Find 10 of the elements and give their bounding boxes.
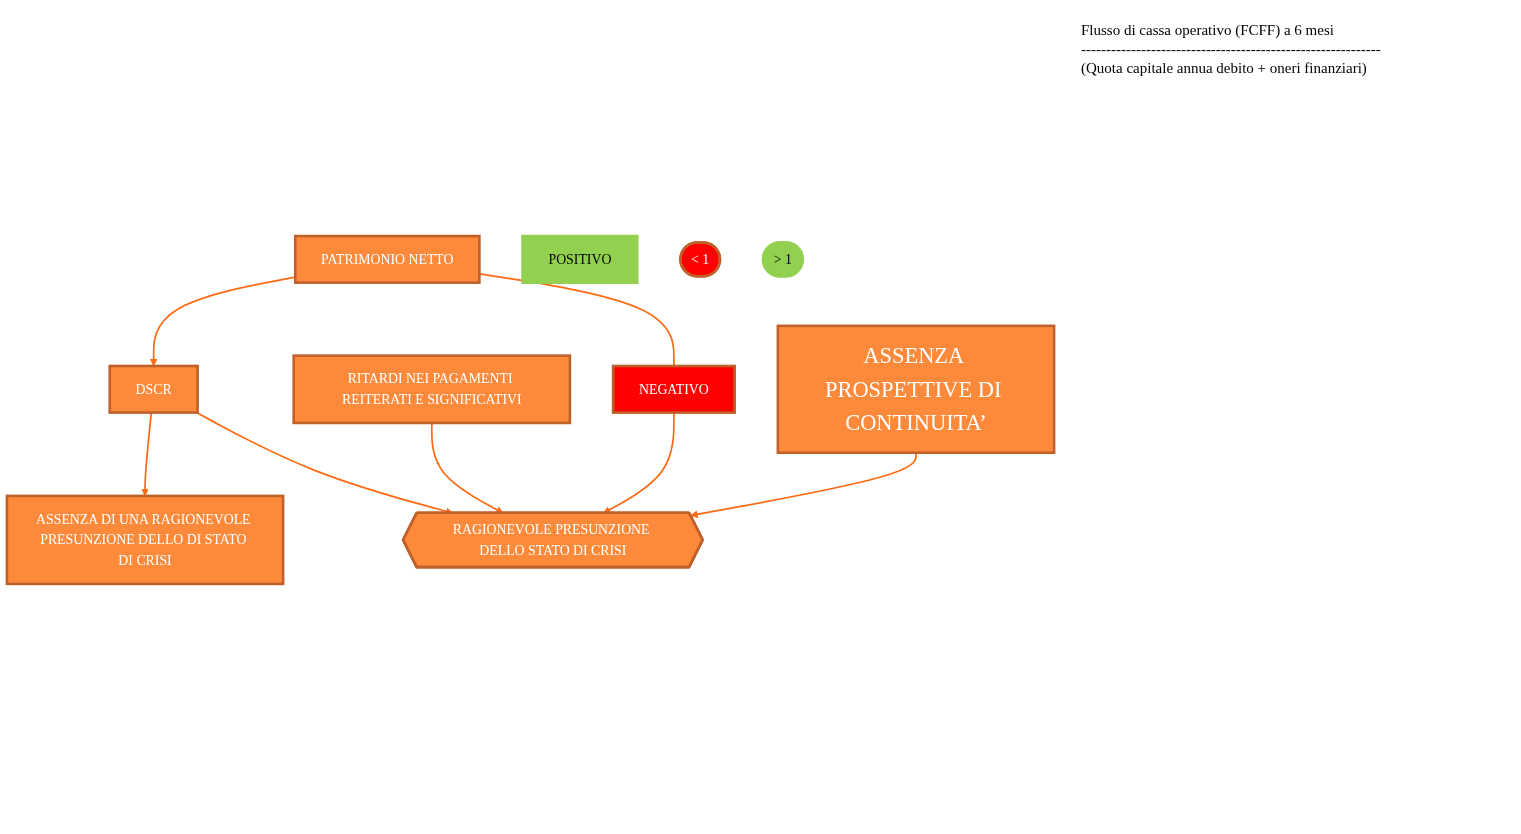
formula-text: Flusso di cassa operativo (FCFF) a 6 mesi xyxy=(1081,22,1335,39)
node-box: POSITIVO xyxy=(521,234,639,284)
node-box: NEGATIVO xyxy=(611,364,736,414)
node-box: PATRIMONIO NETTO xyxy=(293,234,481,284)
formula-text: ------------------------------------------------------------ xyxy=(1081,41,1382,58)
node-box: RITARDI NEI PAGAMENTI REITERATI E SIGNIFICATIVI xyxy=(292,354,572,425)
formula-text: (Quota capitale annua debito + oneri finanziari) xyxy=(1081,60,1368,77)
node-box: ASSENZA PROSPETTIVE DI CONTINUITA’ xyxy=(776,324,1056,455)
node-box: ASSENZA DI UNA RAGIONEVOLE PRESUNZIONE DELLO DI STATO DI CRISI xyxy=(5,494,285,586)
node-box: DSCR xyxy=(108,364,199,414)
